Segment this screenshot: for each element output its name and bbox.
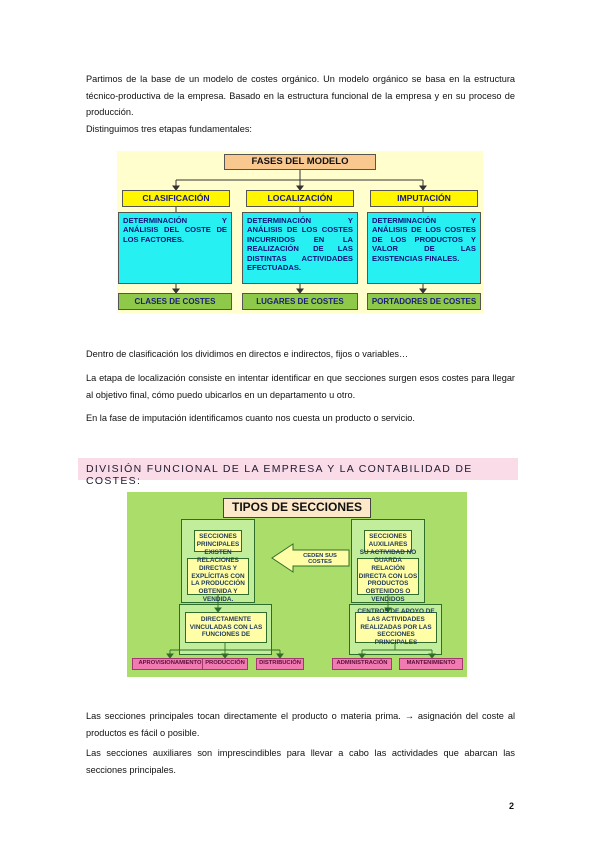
- apoyo-mantenimiento: MANTENIMIENTO: [399, 658, 463, 670]
- auxiliares-box: SECCIONES AUXILIARES: [364, 530, 412, 552]
- principales-paragraph: Las secciones principales tocan directam…: [86, 711, 515, 738]
- principales-desc: EXISTEN RELACIONES DIRECTAS Y EXPLÍCITAS…: [187, 549, 249, 603]
- fases-title: FASES DEL MODELO: [224, 154, 376, 170]
- desc-localizacion: DETERMINACIÓN Y ANÁLISIS DE LOS COSTES I…: [242, 212, 358, 284]
- ceden-arrow: [271, 543, 350, 573]
- func-produccion: PRODUCCIÓN: [202, 658, 248, 670]
- stages-intro: Distinguimos tres etapas fundamentales:: [86, 124, 252, 134]
- func-aprovisionamiento: APROVISIONAMIENTO: [132, 658, 208, 670]
- desc-imputacion: DETERMINACIÓN Y ANÁLISIS DE LOS COSTES D…: [367, 212, 481, 284]
- tipos-title: TIPOS DE SECCIONES: [223, 498, 371, 518]
- result-clases: CLASES DE COSTES: [118, 293, 232, 310]
- result-portadores: PORTADORES DE COSTES: [367, 293, 481, 310]
- imputacion-paragraph: En la fase de imputación identificamos c…: [86, 413, 415, 423]
- phase-clasificacion: CLASIFICACIÓN: [122, 190, 230, 207]
- ceden-label: CEDEN SUS COSTES: [303, 553, 337, 565]
- phase-localizacion: LOCALIZACIÓN: [246, 190, 354, 207]
- desc-clasificacion: DETERMINACIÓN Y ANÁLISIS DEL COSTE DE LO…: [118, 212, 232, 284]
- section-banner: DIVISIÓN FUNCIONAL DE LA EMPRESA Y LA CO…: [78, 458, 518, 487]
- vinculadas-box: DIRECTAMENTE VINCULADAS CON LAS FUNCIONE…: [185, 612, 267, 643]
- section-heading: DIVISIÓN FUNCIONAL DE LA EMPRESA Y LA CO…: [86, 463, 473, 487]
- principales-box: SECCIONES PRINCIPALES: [194, 530, 242, 552]
- fases-modelo-diagram: FASES DEL MODELO CLASIFICACIÓN LOCALIZAC…: [117, 151, 483, 313]
- intro-paragraph: Partimos de la base de un modelo de cost…: [86, 74, 515, 117]
- func-distribucion: DISTRIBUCIÓN: [256, 658, 304, 670]
- apoyo-administracion: ADMINISTRACIÓN: [332, 658, 392, 670]
- page-number: 2: [509, 801, 515, 811]
- diagram2-connectors: [166, 543, 436, 659]
- localizacion-paragraph: La etapa de localización consiste en int…: [86, 373, 515, 400]
- result-lugares: LUGARES DE COSTES: [242, 293, 358, 310]
- auxiliares-paragraph: Las secciones auxiliares son imprescindi…: [86, 748, 515, 775]
- phase-imputacion: IMPUTACIÓN: [370, 190, 478, 207]
- centros-box: CENTROS DE APOYO DE LAS ACTIVIDADES REAL…: [355, 608, 437, 646]
- auxiliares-desc: SU ACTIVIDAD NO GUARDA RELACIÓN DIRECTA …: [357, 549, 419, 603]
- clasificacion-paragraph: Dentro de clasificación los dividimos en…: [86, 349, 409, 359]
- tipos-secciones-diagram: TIPOS DE SECCIONES SECCIONES PRINCIPALES…: [127, 492, 467, 677]
- diagram1-connectors: [172, 170, 427, 294]
